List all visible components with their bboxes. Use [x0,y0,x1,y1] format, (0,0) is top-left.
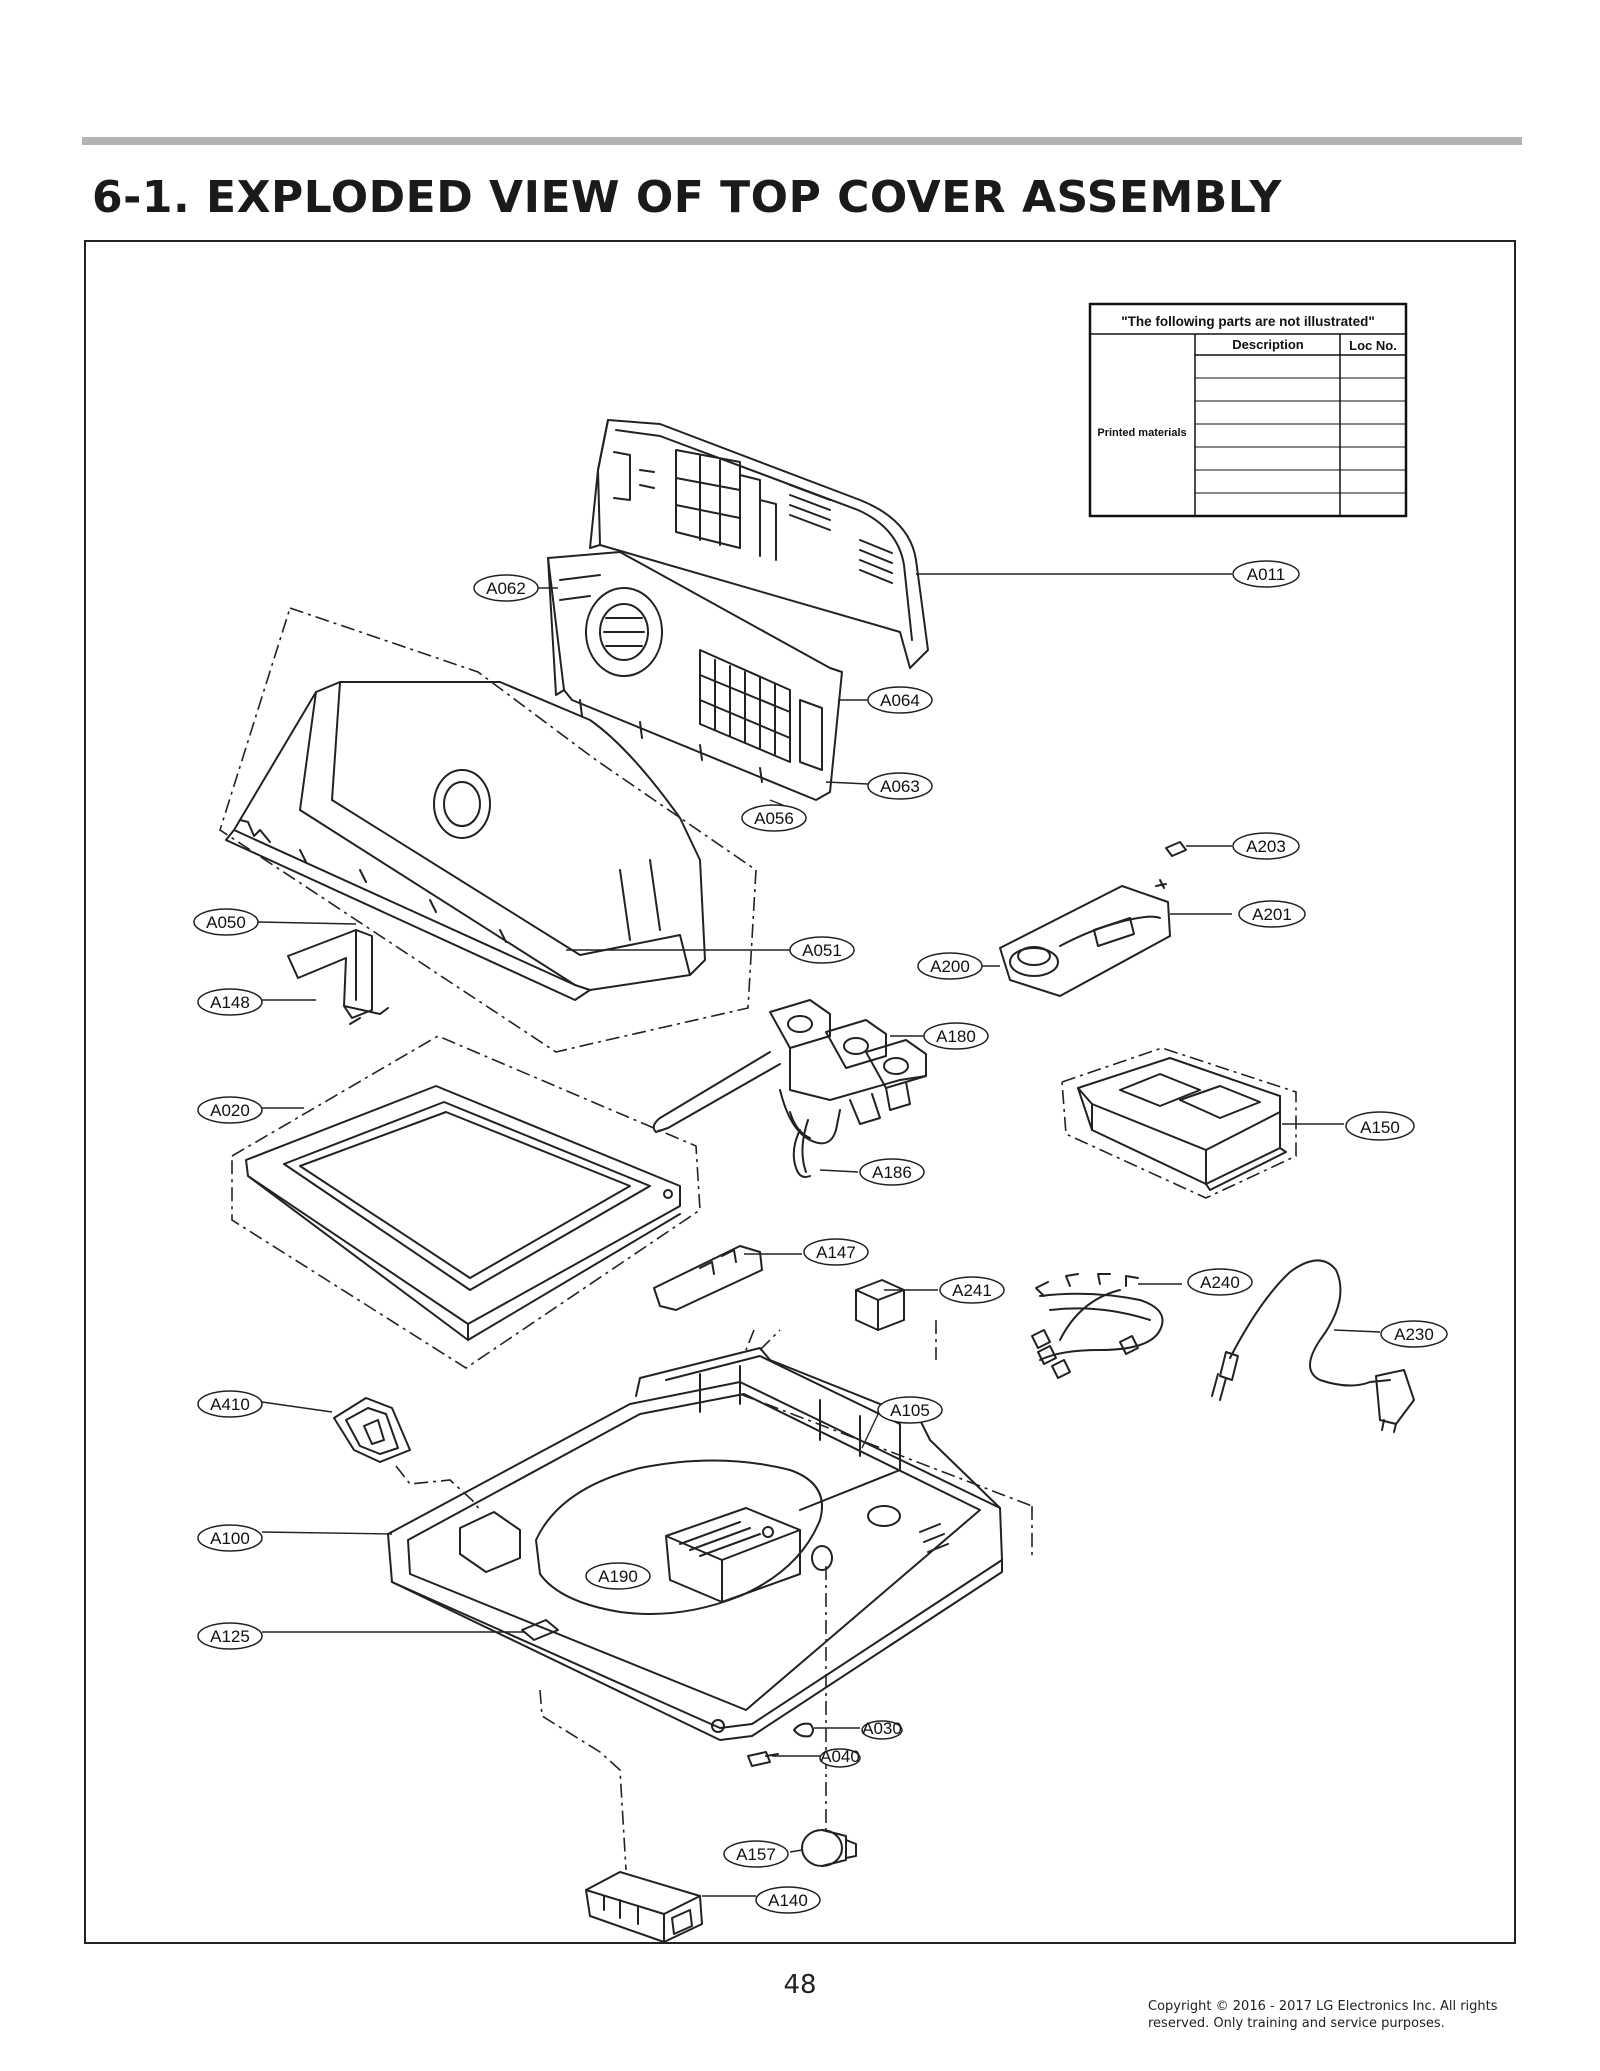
power-cord-drawing [1211,1259,1415,1433]
door-drawing [245,1085,681,1341]
label-a180: A180 [936,1027,976,1046]
label-a201: A201 [1252,905,1292,924]
callout-a190 [585,1562,651,1590]
label-a140: A140 [768,1891,808,1910]
callout-a203 [1232,832,1300,860]
bracket-a147-drawing [653,1245,763,1311]
label-a011: A011 [1247,565,1285,584]
table-col-loc: Loc No. [1349,338,1397,353]
label-a157: A157 [736,1845,776,1864]
callout-a064 [867,686,933,714]
bracket-a148-drawing [287,929,389,1025]
label-a190: A190 [598,1567,638,1586]
label-a148: A148 [210,993,250,1012]
door-lock-drawing [585,1871,703,1943]
label-a040: A040 [820,1747,860,1766]
pressure-switch-drawing [999,841,1187,997]
control-panel-frame-drawing [225,681,706,1001]
callout-a148 [197,988,263,1016]
callout-a063 [867,772,933,800]
callout-a020 [197,1096,263,1124]
label-a030: A030 [862,1719,902,1738]
callout-a240 [1187,1268,1253,1296]
callout-a056 [741,804,807,832]
callout-a201 [1238,900,1306,928]
callout-a011 [1232,560,1300,588]
label-a186: A186 [872,1163,912,1182]
water-valve-drawing [652,999,927,1178]
pcb-assembly-drawing [547,551,843,801]
label-a051: A051 [802,941,842,960]
top-cover-drawing [387,1347,1003,1741]
label-a240: A240 [1200,1273,1240,1292]
dispenser-drawing [1077,1057,1287,1191]
callout-a241 [939,1276,1005,1304]
label-a063: A063 [880,777,920,796]
diagram-frame [84,240,1516,1944]
label-a064: A064 [880,691,920,710]
label-a105: A105 [890,1401,930,1420]
callout-a040 [819,1748,861,1768]
callout-a125 [197,1622,263,1650]
phantom-lines [219,606,1297,1871]
rear-cover-drawing [589,419,929,669]
label-a062: A062 [486,579,526,598]
cap-a157-drawing [801,1829,857,1867]
callout-a200 [917,952,983,980]
label-a125: A125 [210,1627,250,1646]
table-heading: "The following parts are not illustrated… [1121,314,1375,329]
not-illustrated-table [1088,302,1408,518]
callout-a100 [197,1524,263,1552]
callout-a050 [193,908,259,936]
callout-a230 [1380,1320,1448,1348]
hardware-drawing [747,1722,814,1767]
callout-a030 [861,1720,903,1740]
callout-a062 [473,574,539,602]
label-a203: A203 [1246,837,1286,856]
label-a241: A241 [952,1281,992,1300]
callout-a140 [755,1886,821,1914]
leader-lines [257,573,1381,1897]
label-a230: A230 [1394,1325,1434,1344]
label-a056: A056 [754,809,794,828]
callout-a051 [789,936,855,964]
label-a050: A050 [206,913,246,932]
callout-a186 [859,1158,925,1186]
page-title: 6-1. EXPLODED VIEW OF TOP COVER ASSEMBLY [92,172,1282,223]
cup-a410-drawing [333,1397,411,1463]
callout-a410 [197,1390,263,1418]
detergent-box-drawing [665,1507,801,1603]
label-a150: A150 [1360,1118,1400,1137]
header-rule [82,137,1522,145]
noise-filter-drawing [855,1279,905,1331]
table-row-label: Printed materials [1097,427,1186,439]
label-a020: A020 [210,1101,250,1120]
label-a147: A147 [816,1243,856,1262]
wire-harness-drawing [1031,1273,1164,1379]
callout-a157 [723,1840,789,1868]
callout-a147 [803,1238,869,1266]
label-a200: A200 [930,957,970,976]
page-number: 48 [783,1970,817,2000]
callout-a105 [877,1396,943,1424]
label-a410: A410 [210,1395,250,1414]
copyright-notice: Copyright © 2016 - 2017 LG Electronics I… [1148,1999,1498,2031]
callout-a150 [1345,1111,1415,1141]
callout-a180 [923,1022,989,1050]
label-a100: A100 [210,1529,250,1548]
table-col-description: Description [1232,337,1304,352]
